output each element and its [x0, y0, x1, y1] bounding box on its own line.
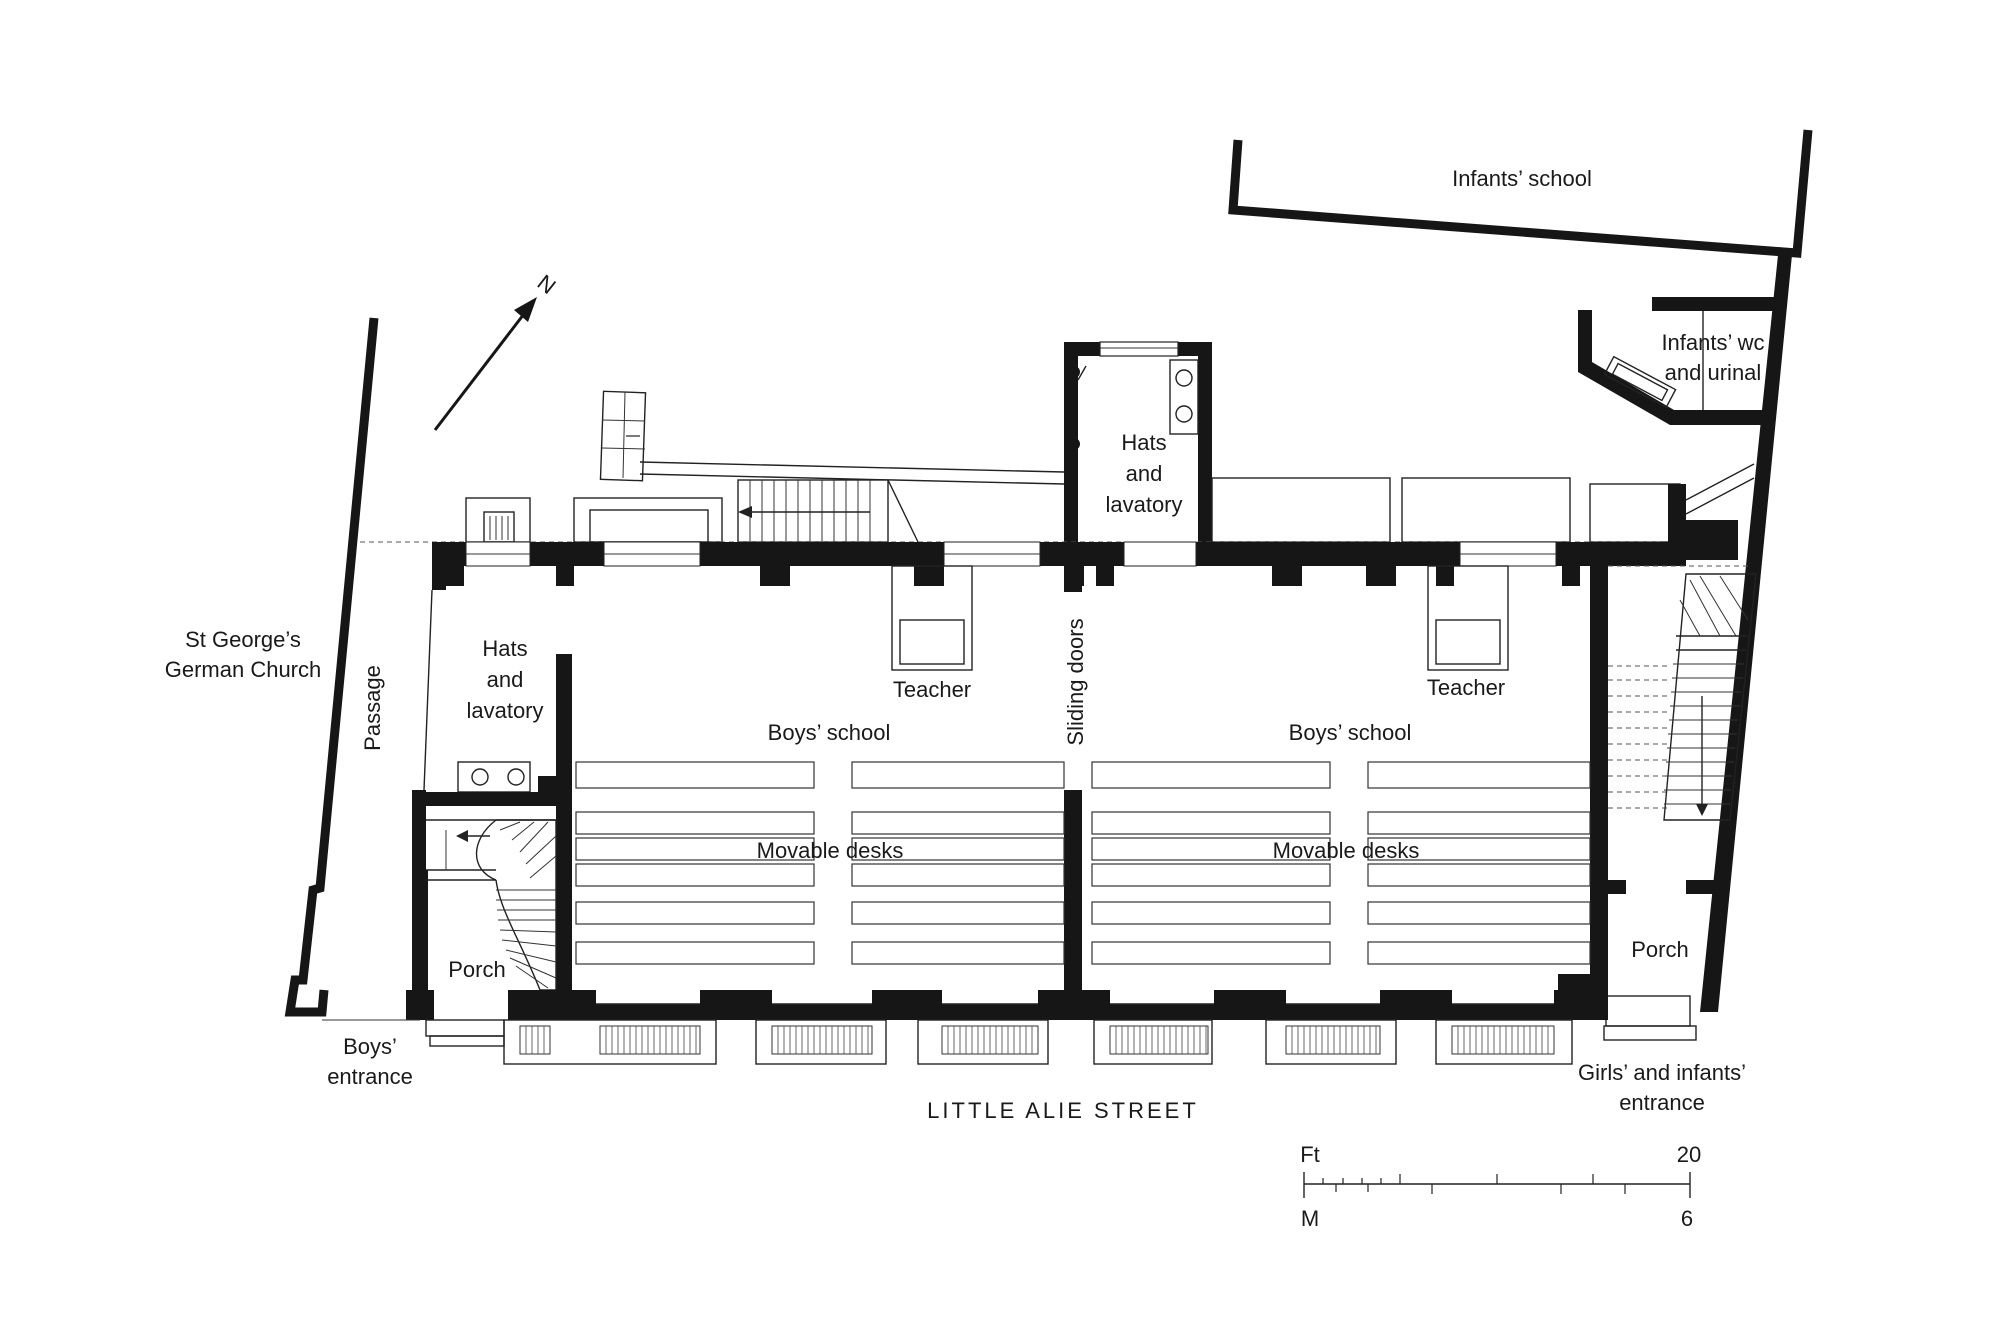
desk-rows	[525, 761, 1591, 1054]
desk	[575, 811, 815, 835]
desk	[575, 901, 815, 925]
right-end-rooms	[1590, 542, 1757, 1041]
desk	[851, 863, 1065, 887]
desk	[575, 863, 815, 887]
infants-school-outline	[1228, 129, 1813, 258]
desk	[851, 837, 1065, 861]
girls-entrance-label-2: entrance	[1619, 1090, 1705, 1115]
yard-structures	[465, 390, 1755, 560]
desk	[1367, 941, 1591, 965]
scale-max-bottom: 6	[1681, 1206, 1693, 1231]
sliding-doors-label: Sliding doors	[1063, 618, 1088, 745]
desk	[851, 811, 1065, 835]
st-george-label-1: St George’s	[185, 627, 301, 652]
north-wall	[432, 541, 1686, 586]
movable-desks-label-right: Movable desks	[1273, 838, 1420, 863]
hats-upper-label-1: Hats	[1121, 430, 1166, 455]
teacher-label-right: Teacher	[1427, 675, 1505, 700]
teacher-label-left: Teacher	[893, 677, 971, 702]
street-label: LITTLE ALIE STREET	[927, 1098, 1199, 1123]
hats-left-label-1: Hats	[482, 636, 527, 661]
desk	[575, 837, 815, 861]
desk	[851, 941, 1065, 965]
north-arrow: N	[433, 270, 561, 431]
boys-school-label-left: Boys’ school	[768, 720, 891, 745]
north-label: N	[533, 270, 561, 299]
hats-left-label-2: and	[487, 667, 524, 692]
boys-entrance-label-1: Boys’	[343, 1034, 397, 1059]
movable-desks-label-left: Movable desks	[757, 838, 904, 863]
desk	[851, 901, 1065, 925]
teacher-platforms	[891, 565, 1509, 671]
desk	[1091, 761, 1331, 789]
passage-label: Passage	[360, 665, 385, 751]
desk	[1367, 761, 1591, 789]
centre-divider	[1064, 542, 1082, 1002]
scale-max-top: 20	[1677, 1142, 1701, 1167]
labels: Infants’ school Infants’ wc and urinal H…	[165, 166, 1765, 1123]
porch-label-left: Porch	[448, 957, 505, 982]
desk	[1367, 863, 1591, 887]
desk	[1367, 901, 1591, 925]
boys-entrance-label-2: entrance	[327, 1064, 413, 1089]
south-wall	[508, 974, 1608, 1020]
st-george-church-wall	[284, 317, 379, 1017]
infants-wc-label-2: and urinal	[1665, 360, 1762, 385]
desk	[1367, 837, 1591, 861]
desk	[1091, 863, 1331, 887]
infants-wc-label-1: Infants’ wc	[1661, 330, 1764, 355]
desk	[575, 941, 815, 965]
st-george-label-2: German Church	[165, 657, 322, 682]
scale-bar: Ft 20 M 6	[1300, 1142, 1701, 1231]
upper-hats-lavatory-block	[1064, 341, 1212, 542]
left-end-rooms	[322, 542, 572, 1047]
scale-unit-top: Ft	[1300, 1142, 1320, 1167]
hats-upper-label-3: lavatory	[1105, 492, 1182, 517]
infants-wc-enclosure	[1578, 297, 1784, 425]
hats-upper-label-2: and	[1126, 461, 1163, 486]
desk	[1367, 811, 1591, 835]
right-boundary-wall	[1700, 255, 1792, 1012]
boys-school-label-right: Boys’ school	[1289, 720, 1412, 745]
desk	[851, 761, 1065, 789]
infants-school-label: Infants’ school	[1452, 166, 1592, 191]
scale-unit-bottom: M	[1301, 1206, 1319, 1231]
desk	[1091, 901, 1331, 925]
hats-left-label-3: lavatory	[466, 698, 543, 723]
desk	[1091, 837, 1331, 861]
desk	[575, 761, 815, 789]
desk	[1091, 941, 1331, 965]
desk	[1091, 811, 1331, 835]
porch-label-right: Porch	[1631, 937, 1688, 962]
girls-entrance-label-1: Girls’ and infants’	[1578, 1060, 1746, 1085]
